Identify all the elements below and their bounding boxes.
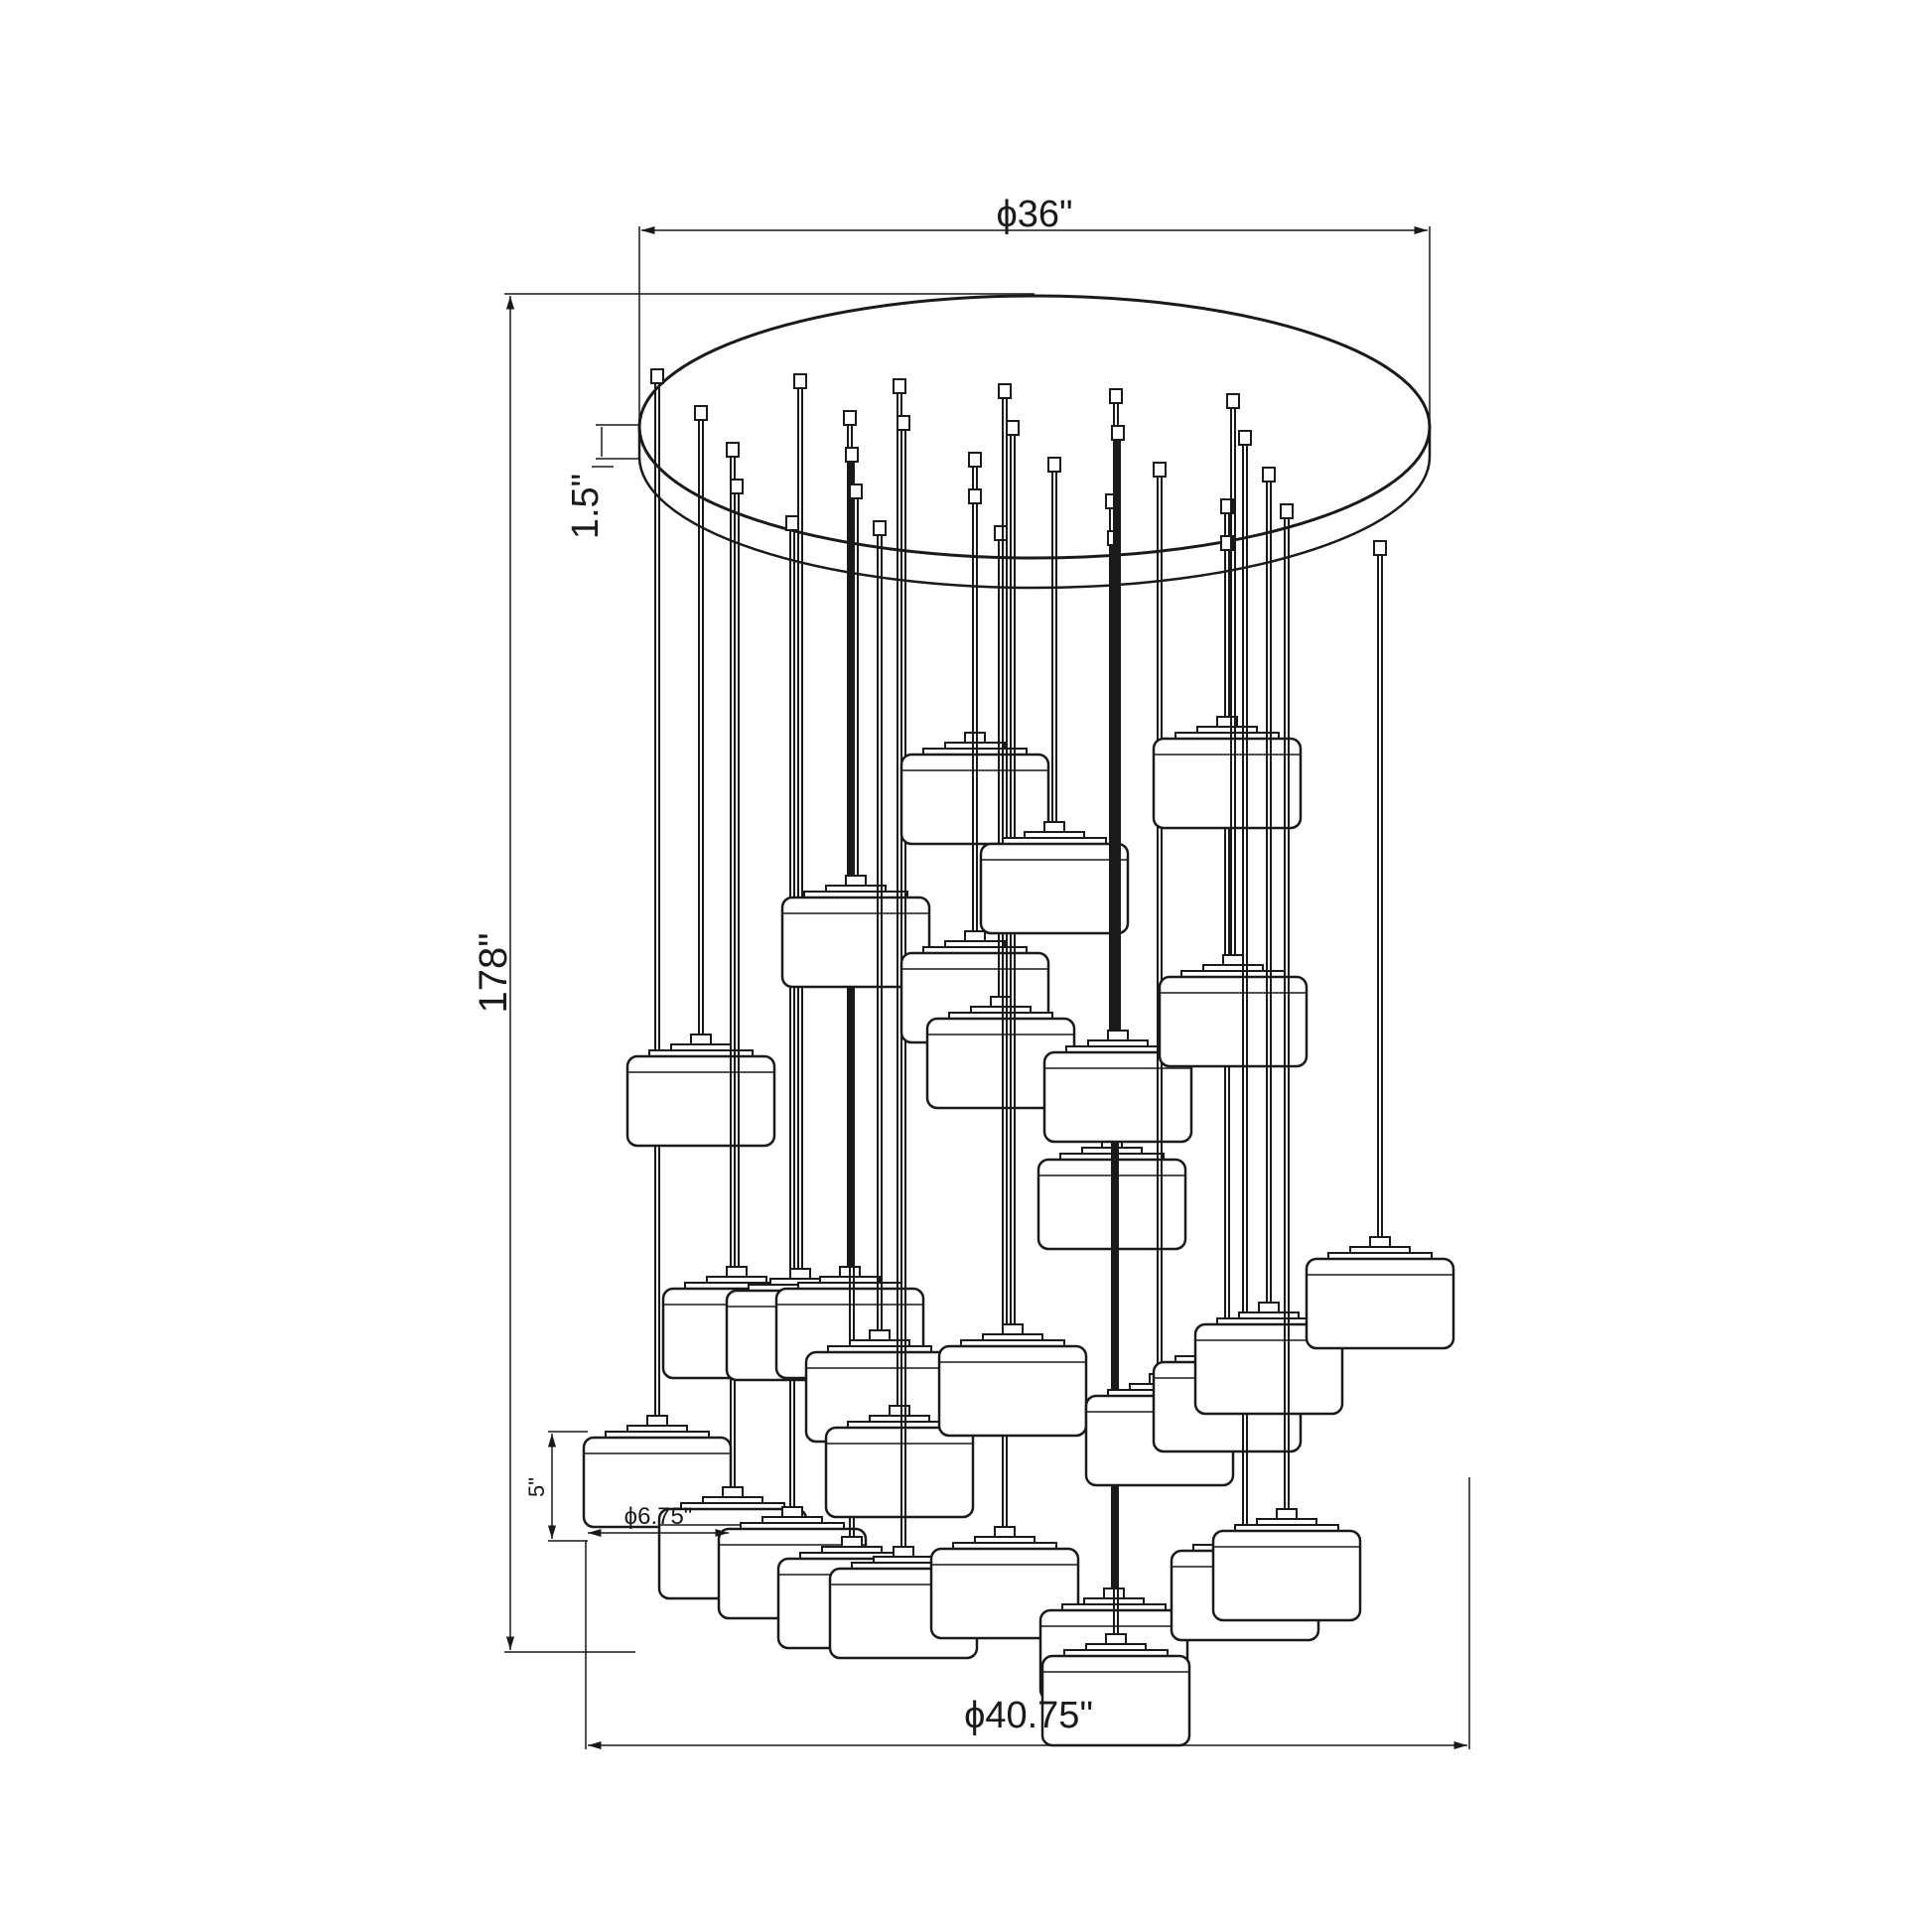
pendant xyxy=(1305,540,1455,1350)
pendant xyxy=(625,405,776,1148)
overall-height-label: 178" xyxy=(472,933,515,1014)
shade-diameter-dimension: ϕ6.75" xyxy=(588,1503,729,1538)
overall-diameter-label: ϕ40.75" xyxy=(964,1695,1093,1736)
pendant xyxy=(1042,425,1193,1144)
shade-height-dimension: 5" xyxy=(524,1431,588,1542)
pendant xyxy=(780,483,931,989)
canopy-diameter-dimension: ϕ36" xyxy=(638,194,1431,427)
pendant xyxy=(937,420,1088,1438)
pendant xyxy=(1193,467,1344,1416)
canopy-diameter-label: ϕ36" xyxy=(996,194,1072,235)
pendant xyxy=(979,457,1130,935)
overall-diameter-dimension: ϕ40.75" xyxy=(585,1477,1470,1750)
pendant-group xyxy=(582,368,1455,1747)
canopy-height-label: 1.5" xyxy=(565,474,607,539)
canopy xyxy=(637,294,1432,590)
pendant xyxy=(899,452,1050,846)
canopy-height-dimension: 1.5" xyxy=(565,424,639,539)
shade-height-label: 5" xyxy=(524,1477,549,1497)
pendant xyxy=(1152,535,1303,830)
pendant xyxy=(1211,503,1362,1622)
shade-diameter-label: ϕ6.75" xyxy=(624,1503,693,1530)
overall-height-dimension: 178" xyxy=(472,293,1035,1653)
